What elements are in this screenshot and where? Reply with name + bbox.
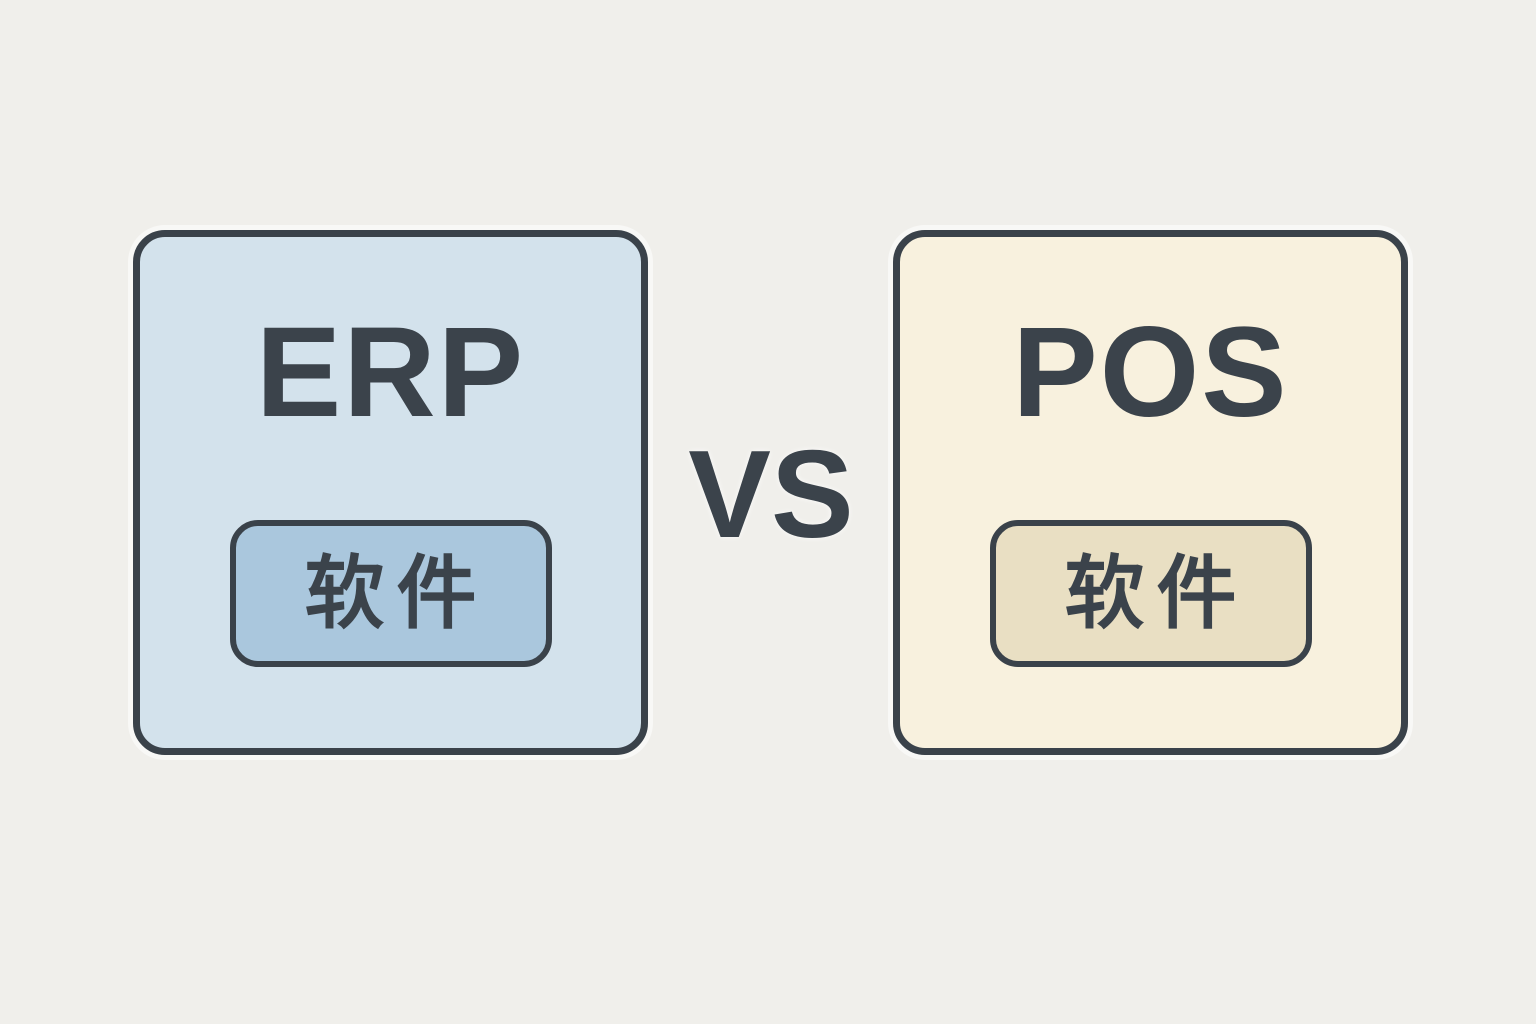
vs-label: VS (688, 426, 854, 564)
pos-card: POS 软件 (893, 230, 1408, 755)
erp-badge-label: 软件 (304, 548, 489, 638)
erp-software-badge: 软件 (229, 520, 552, 667)
erp-card-title: ERP (255, 301, 526, 444)
pos-card-title: POS (1012, 301, 1289, 444)
erp-card: ERP 软件 (133, 230, 648, 755)
pos-software-badge: 软件 (989, 520, 1312, 667)
pos-badge-label: 软件 (1064, 548, 1249, 638)
